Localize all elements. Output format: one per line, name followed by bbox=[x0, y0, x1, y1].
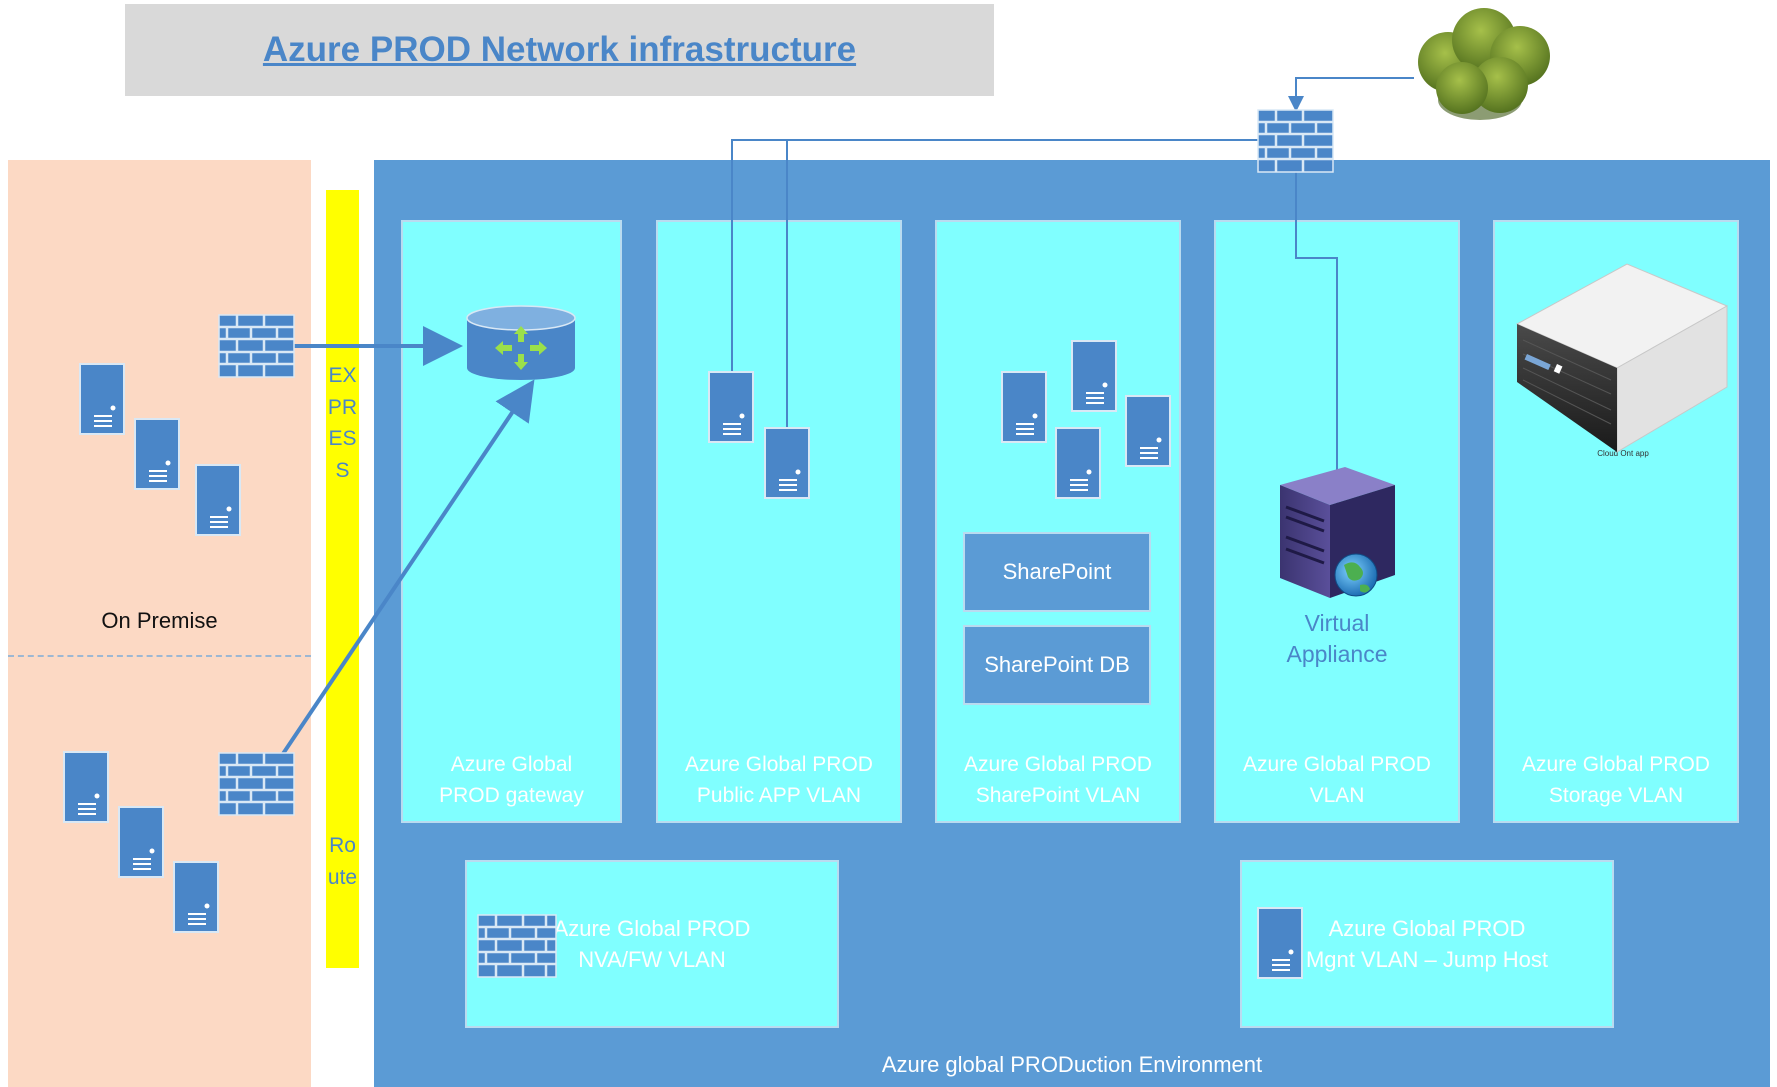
sharepoint-server-icon[interactable] bbox=[1071, 340, 1117, 412]
vlan-nva-fw-label: Azure Global PROD NVA/FW VLAN bbox=[553, 916, 751, 972]
connector-lower-firewall-to-gateway[interactable] bbox=[260, 379, 535, 787]
environment-label: Azure global PRODuction Environment bbox=[881, 1052, 1263, 1077]
on-premise-server-icon[interactable] bbox=[118, 806, 164, 878]
on-premise-server-icon[interactable] bbox=[79, 363, 125, 435]
jump-host-server-icon[interactable] bbox=[1257, 907, 1303, 979]
on-premise-label: On Premise bbox=[101, 608, 218, 633]
vlan-sharepoint-label: Azure Global PROD SharePoint VLAN bbox=[964, 753, 1152, 807]
gateway-router-icon[interactable] bbox=[466, 305, 576, 380]
on-premise-firewall-top-icon[interactable] bbox=[218, 314, 295, 378]
express-route-bar: EXPRESS Route bbox=[326, 190, 359, 968]
on-premise-firewall-bottom-icon[interactable] bbox=[218, 752, 295, 816]
title-bar: Azure PROD Network infrastructure bbox=[125, 4, 994, 96]
vlan-mgmt-label: Azure Global PROD Mgnt VLAN – Jump Host bbox=[1305, 916, 1549, 972]
sharepoint-db-box[interactable]: SharePoint DB bbox=[963, 625, 1151, 705]
connector-firewall-to-virtual-appliance[interactable] bbox=[1295, 172, 1345, 532]
storage-appliance-icon[interactable] bbox=[1515, 263, 1729, 453]
vlan-storage-label: Azure Global PROD Storage VLAN bbox=[1522, 753, 1710, 807]
connectors bbox=[260, 77, 1414, 787]
connector-internet-to-firewall[interactable] bbox=[1288, 77, 1414, 112]
vlan-gateway-label: Azure Global PROD gateway bbox=[439, 753, 584, 807]
web-server-icon[interactable] bbox=[764, 427, 810, 499]
nva-firewall-icon[interactable] bbox=[477, 914, 557, 978]
internet-firewall-icon[interactable] bbox=[1257, 109, 1334, 173]
on-premise-server-icon[interactable] bbox=[173, 861, 219, 933]
on-premise-server-icon[interactable] bbox=[63, 751, 109, 823]
sharepoint-server-icon[interactable] bbox=[1001, 371, 1047, 443]
express-route-word1: EXPRESS bbox=[327, 364, 358, 482]
connector-firewall-to-web-server-1[interactable] bbox=[731, 139, 1258, 395]
server-icons bbox=[63, 340, 1303, 979]
web-server-icon[interactable] bbox=[708, 371, 754, 443]
express-route-word2: Route bbox=[327, 834, 358, 889]
virtual-appliance-icon[interactable] bbox=[1280, 467, 1395, 598]
diagram-title[interactable]: Azure PROD Network infrastructure bbox=[262, 30, 857, 69]
storage-device-label: Cloud Ont app bbox=[1597, 449, 1649, 458]
sharepoint-app-box[interactable]: SharePoint bbox=[963, 532, 1151, 612]
connector-firewall-to-web-server-2[interactable] bbox=[786, 139, 1258, 454]
vlan-prod-label: Azure Global PROD VLAN bbox=[1243, 753, 1431, 807]
vlan-public-app-label: Azure Global PROD Public APP VLAN bbox=[685, 753, 873, 807]
vlan-sharepoint[interactable]: Azure Global PROD SharePoint VLAN bbox=[935, 220, 1181, 823]
virtual-appliance-label: Virtual Appliance bbox=[1286, 610, 1388, 667]
on-premise-server-icon[interactable] bbox=[134, 418, 180, 490]
on-premise-server-icon[interactable] bbox=[195, 464, 241, 536]
sharepoint-server-icon[interactable] bbox=[1055, 427, 1101, 499]
internet-cloud-icon[interactable] bbox=[1418, 8, 1550, 120]
on-premise-divider bbox=[8, 655, 311, 657]
vlan-public-app[interactable]: Azure Global PROD Public APP VLAN bbox=[656, 220, 902, 823]
sharepoint-server-icon[interactable] bbox=[1125, 395, 1171, 467]
